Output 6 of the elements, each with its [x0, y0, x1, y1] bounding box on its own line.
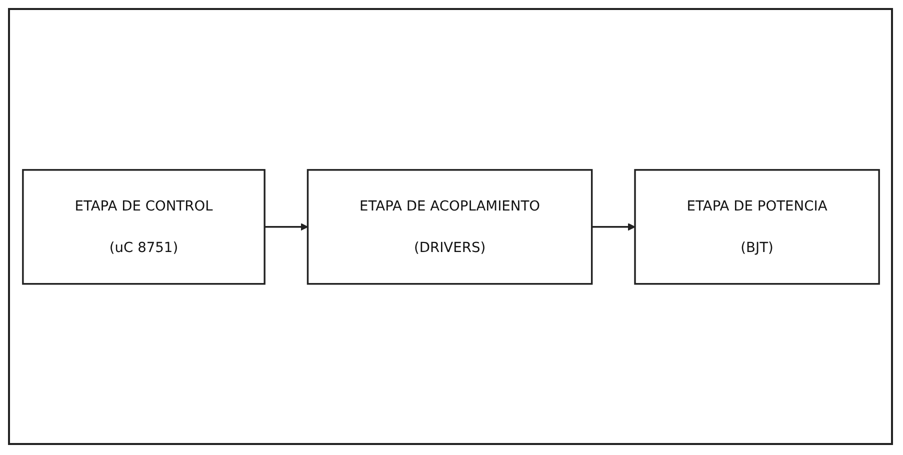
- frame-border: ETAPA DE CONTROL (uC 8751) ETAPA DE ACOPLAMIENTO (DRIVERS) ETAPA DE POTENCIA (BJT): [8, 8, 893, 445]
- node-box: [306, 168, 592, 284]
- node-box: [634, 168, 880, 284]
- arrow: [591, 222, 635, 230]
- node-box: [22, 168, 265, 284]
- arrow: [264, 222, 308, 230]
